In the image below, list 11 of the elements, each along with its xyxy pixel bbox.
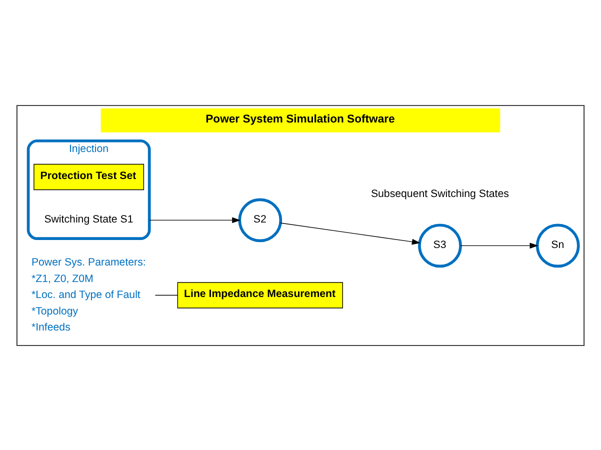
arrow (280, 222, 420, 244)
node-box: Protection Test Set (34, 163, 144, 190)
arrow (460, 242, 538, 248)
label: Subsequent Switching States (370, 188, 509, 200)
node-circle: Sn (536, 223, 580, 268)
node-text: Power Sys. Parameters: *Z1, Z0, Z0M *Loc. and Type of Fault *Topology *Infeeds (31, 256, 146, 334)
arrow (149, 216, 241, 223)
node-box: Line Impedance Measurement (177, 282, 343, 308)
node-circle: S2 (238, 198, 282, 242)
connector (154, 294, 178, 296)
node-circle: S3 (418, 223, 462, 268)
